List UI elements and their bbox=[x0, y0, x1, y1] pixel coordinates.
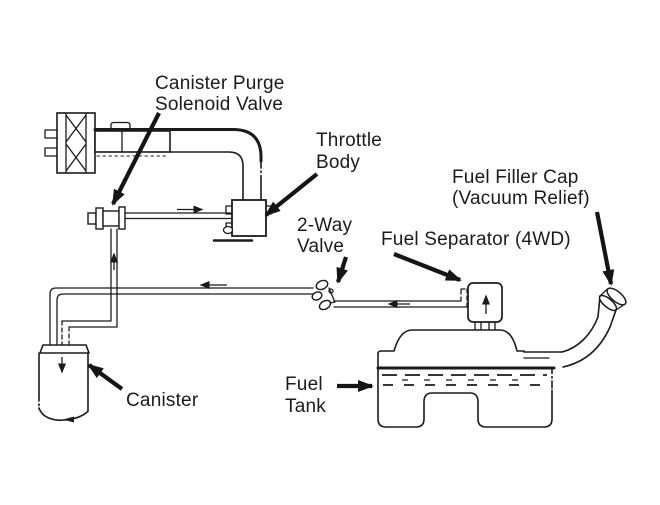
leader-arrow-solenoid-valve-icon bbox=[111, 112, 161, 206]
intake-duct bbox=[93, 128, 263, 201]
neck-outer bbox=[561, 295, 601, 353]
label-fuel-filler-cap-line1: Fuel Filler Cap bbox=[452, 167, 579, 188]
tank-upper-outline bbox=[377, 329, 525, 369]
filter-element bbox=[65, 112, 87, 174]
separator-leg bbox=[488, 321, 496, 331]
leader-arrow-fuel-separator-icon bbox=[393, 252, 462, 282]
leader-arrow-two-way-valve-icon bbox=[335, 256, 349, 284]
leader-arrows bbox=[87, 112, 615, 392]
label-fuel-tank-line1: Fuel bbox=[285, 374, 323, 395]
leader-arrow-throttle-body-icon bbox=[264, 172, 319, 217]
throttle-body-housing bbox=[231, 199, 267, 237]
canister-lid bbox=[39, 344, 90, 354]
separator-housing bbox=[467, 282, 503, 323]
label-canister: Canister bbox=[126, 390, 199, 411]
label-throttle-body-line1: Throttle bbox=[316, 130, 382, 151]
duct-outer bbox=[93, 128, 263, 163]
outlet-chamber bbox=[94, 130, 171, 153]
leader-arrow-filler-cap-icon bbox=[594, 211, 615, 286]
canister bbox=[38, 344, 90, 423]
hose-line bbox=[49, 287, 314, 346]
neck-inner bbox=[562, 309, 617, 368]
label-two-way-valve-line1: 2-Way bbox=[297, 215, 352, 236]
label-canister-purge-line1: Canister Purge bbox=[155, 73, 285, 94]
label-canister-purge-line2: Solenoid Valve bbox=[155, 94, 283, 115]
label-fuel-tank-line2: Tank bbox=[285, 396, 326, 417]
purge-hose bbox=[124, 212, 233, 220]
flange bbox=[225, 205, 233, 215]
valve-detail bbox=[328, 287, 336, 304]
valve-flange bbox=[95, 207, 104, 230]
air-cleaner bbox=[44, 112, 171, 174]
separator-leg bbox=[474, 321, 482, 331]
hose-line bbox=[61, 228, 112, 322]
hose-line bbox=[68, 228, 118, 328]
label-throttle-body-line2: Body bbox=[316, 152, 360, 173]
valve-flange bbox=[118, 206, 126, 230]
two-way-valve bbox=[311, 279, 336, 311]
canister-purge-solenoid-valve bbox=[87, 206, 126, 230]
purge-port-fitting bbox=[222, 225, 234, 235]
vapor-hose bbox=[49, 287, 314, 346]
mount-tab bbox=[44, 129, 58, 139]
leader-arrow-canister-icon bbox=[87, 363, 124, 391]
duct-inner bbox=[169, 151, 244, 201]
valve-knob bbox=[87, 212, 97, 225]
label-fuel-filler-cap-line2: (Vacuum Relief) bbox=[452, 188, 590, 209]
label-two-way-valve-line2: Valve bbox=[297, 236, 344, 257]
fuel-tank bbox=[376, 329, 563, 428]
filler-neck bbox=[561, 295, 617, 368]
hose-line bbox=[56, 293, 314, 346]
valve-lobe bbox=[315, 279, 329, 291]
canister-to-valve-hose bbox=[61, 228, 118, 346]
cap-side bbox=[599, 288, 626, 311]
valve-lobe bbox=[311, 291, 323, 301]
separator-to-valve-hose bbox=[333, 286, 469, 308]
filter-housing bbox=[56, 112, 96, 174]
valve-lobe bbox=[318, 299, 332, 311]
outlet-cap bbox=[110, 121, 131, 132]
fuel-filler-cap bbox=[598, 287, 627, 312]
throttle-body bbox=[212, 199, 272, 242]
valve-body bbox=[102, 210, 120, 227]
fuel-separator bbox=[467, 282, 503, 331]
flow-arrows bbox=[58, 205, 490, 374]
hose-port-hidden bbox=[460, 286, 469, 308]
label-fuel-separator: Fuel Separator (4WD) bbox=[381, 229, 571, 250]
canister-bottom bbox=[38, 407, 89, 421]
purge-air-arrowhead-icon bbox=[63, 416, 74, 423]
labels: Canister Purge Solenoid Valve Throttle B… bbox=[126, 73, 590, 417]
tank-lower-outline bbox=[377, 367, 553, 428]
mount-tab bbox=[44, 147, 58, 157]
